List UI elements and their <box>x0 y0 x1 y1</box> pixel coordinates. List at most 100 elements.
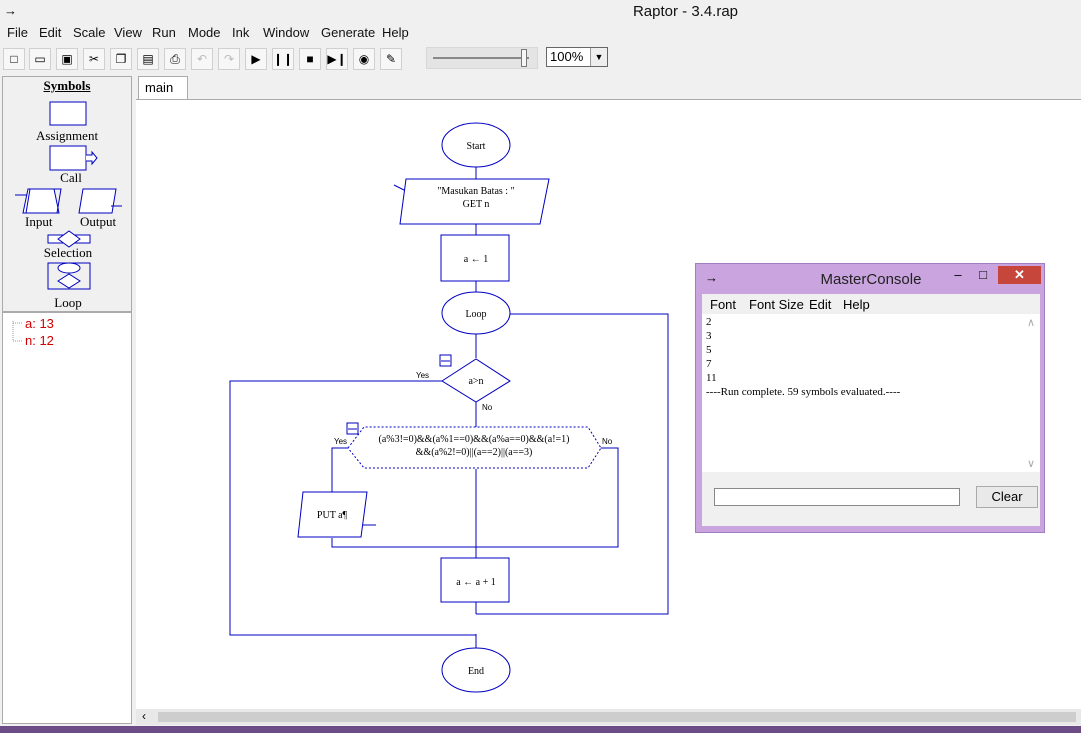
slider-thumb[interactable] <box>521 49 528 67</box>
assign2-label: a ← a + 1 <box>456 577 496 588</box>
flowchart-canvas[interactable]: Start "Masukan Batas : " GET n a ← 1 Loo… <box>136 99 1081 710</box>
title-bar: → Raptor - 3.4.rap <box>0 0 1081 24</box>
output-box[interactable] <box>297 491 368 538</box>
call-arrow-icon <box>86 150 98 166</box>
step-icon[interactable]: ▶❙ <box>326 48 348 70</box>
menu-run[interactable]: Run <box>152 25 176 40</box>
menu-ink[interactable]: Ink <box>232 25 250 40</box>
test-server-icon[interactable]: ◉ <box>353 48 375 70</box>
selection-no-label: No <box>602 437 613 446</box>
selection-line2: &&(a%2!=0)||(a==2)||(a==3) <box>416 447 533 458</box>
taskbar <box>0 726 1081 733</box>
menu-window[interactable]: Window <box>263 25 310 40</box>
flowchart: Start "Masukan Batas : " GET n a ← 1 Loo… <box>229 122 669 693</box>
scroll-left-icon[interactable]: ‹ <box>142 709 146 723</box>
menu-generate[interactable]: Generate <box>321 25 376 40</box>
paste-icon[interactable]: ▤ <box>137 48 159 70</box>
cut-icon[interactable]: ✂ <box>83 48 105 70</box>
slider-track <box>433 57 529 59</box>
output-symbol[interactable] <box>78 188 117 214</box>
console-title: MasterConsole <box>820 271 922 288</box>
selection-yes-label: Yes <box>334 437 347 446</box>
new-file-icon[interactable]: □ <box>3 48 25 70</box>
console-output[interactable]: 2 3 5 7 11 ----Run complete. 59 symbols … <box>702 314 1040 472</box>
raptor-icon: → <box>705 270 718 285</box>
console-input[interactable] <box>714 488 960 506</box>
loop-no-label: No <box>482 403 493 412</box>
play-icon[interactable]: ▶ <box>245 48 267 70</box>
end-terminal[interactable] <box>441 647 511 693</box>
loop-condition-diamond[interactable] <box>441 358 511 403</box>
assign-increment-box[interactable] <box>440 557 510 603</box>
menu-bar: File Edit Scale View Run Mode Ink Window… <box>0 24 1081 44</box>
assignment-symbol[interactable] <box>49 101 87 126</box>
maximize-icon[interactable]: □ <box>979 267 987 282</box>
symbols-header: Symbols <box>43 78 91 93</box>
selection-box[interactable] <box>347 426 602 469</box>
selection-line1: (a%3!=0)&&(a%1==0)&&(a%a==0)&&(a!=1) <box>379 434 570 445</box>
loop-label: Loop <box>54 295 82 310</box>
copy-icon[interactable]: ❐ <box>110 48 132 70</box>
menu-view[interactable]: View <box>114 25 142 40</box>
input-label: Input <box>25 214 53 229</box>
console-line: ----Run complete. 59 symbols evaluated.-… <box>706 386 901 398</box>
close-icon[interactable]: ✕ <box>998 266 1041 284</box>
console-menu-font-size[interactable]: Font Size <box>749 297 804 312</box>
zoom-select[interactable]: 100% ▼ <box>546 47 608 67</box>
symbols-panel: Symbols Assignment Call Input Output Sel… <box>2 76 132 312</box>
menu-scale[interactable]: Scale <box>73 25 106 40</box>
selection-label: Selection <box>43 245 93 260</box>
save-icon[interactable]: ▣ <box>56 48 78 70</box>
console-menu-edit[interactable]: Edit <box>809 297 832 312</box>
call-symbol[interactable] <box>49 145 87 171</box>
pen-icon[interactable]: ✎ <box>380 48 402 70</box>
start-terminal[interactable] <box>441 122 511 168</box>
scroll-thumb[interactable] <box>158 712 1076 722</box>
loop-symbol[interactable] <box>47 262 91 290</box>
menu-help[interactable]: Help <box>382 25 409 40</box>
console-menu-font[interactable]: Font <box>710 297 737 312</box>
menu-mode[interactable]: Mode <box>188 25 221 40</box>
assign-a-1-box[interactable] <box>440 234 510 282</box>
start-label: Start <box>467 141 486 152</box>
end-label: End <box>468 666 484 677</box>
loop-condition-label: a>n <box>468 376 483 387</box>
stop-icon[interactable]: ■ <box>299 48 321 70</box>
undo-icon[interactable]: ↶ <box>191 48 213 70</box>
loop-oval[interactable] <box>441 291 511 335</box>
console-line: 5 <box>706 344 712 356</box>
console-line: 7 <box>706 358 712 370</box>
speed-slider[interactable] <box>426 47 538 69</box>
console-scrollbar[interactable]: ∧ ∨ <box>1024 314 1040 472</box>
loop-yes-label: Yes <box>416 371 429 380</box>
call-label: Call <box>60 170 82 185</box>
variable-item[interactable]: n: 12 <box>25 333 54 348</box>
horizontal-scrollbar[interactable]: ‹ <box>136 709 1081 725</box>
assignment-label: Assignment <box>35 128 99 143</box>
loop-diamond-icon <box>57 273 81 289</box>
input-outline <box>25 188 62 214</box>
menu-edit[interactable]: Edit <box>39 25 62 40</box>
chevron-down-icon[interactable]: ▼ <box>590 48 607 66</box>
open-folder-icon[interactable]: ▭ <box>29 48 51 70</box>
tab-main[interactable]: main <box>138 76 188 99</box>
menu-file[interactable]: File <box>7 25 28 40</box>
pause-icon[interactable]: ❙❙ <box>272 48 294 70</box>
variable-item[interactable]: a: 13 <box>25 316 54 331</box>
clear-button[interactable]: Clear <box>976 486 1038 508</box>
master-console-window: → MasterConsole ‒ □ ✕ Font Font Size Edi… <box>695 263 1045 533</box>
console-menu-bar: Font Font Size Edit Help <box>702 294 1040 314</box>
input-box[interactable] <box>399 178 550 225</box>
scroll-down-icon[interactable]: ∨ <box>1027 458 1036 470</box>
redo-icon[interactable]: ↷ <box>218 48 240 70</box>
scroll-up-icon[interactable]: ∧ <box>1027 317 1036 329</box>
console-line: 2 <box>706 316 712 328</box>
print-icon[interactable]: ⎙ <box>164 48 186 70</box>
console-line: 3 <box>706 330 712 342</box>
selection-diamond-icon <box>57 230 81 248</box>
minimize-icon[interactable]: ‒ <box>954 267 962 282</box>
loop-oval-icon <box>57 262 81 274</box>
output-label: PUT a¶ <box>317 510 348 521</box>
window-title: Raptor - 3.4.rap <box>632 3 739 20</box>
console-menu-help[interactable]: Help <box>843 297 870 312</box>
